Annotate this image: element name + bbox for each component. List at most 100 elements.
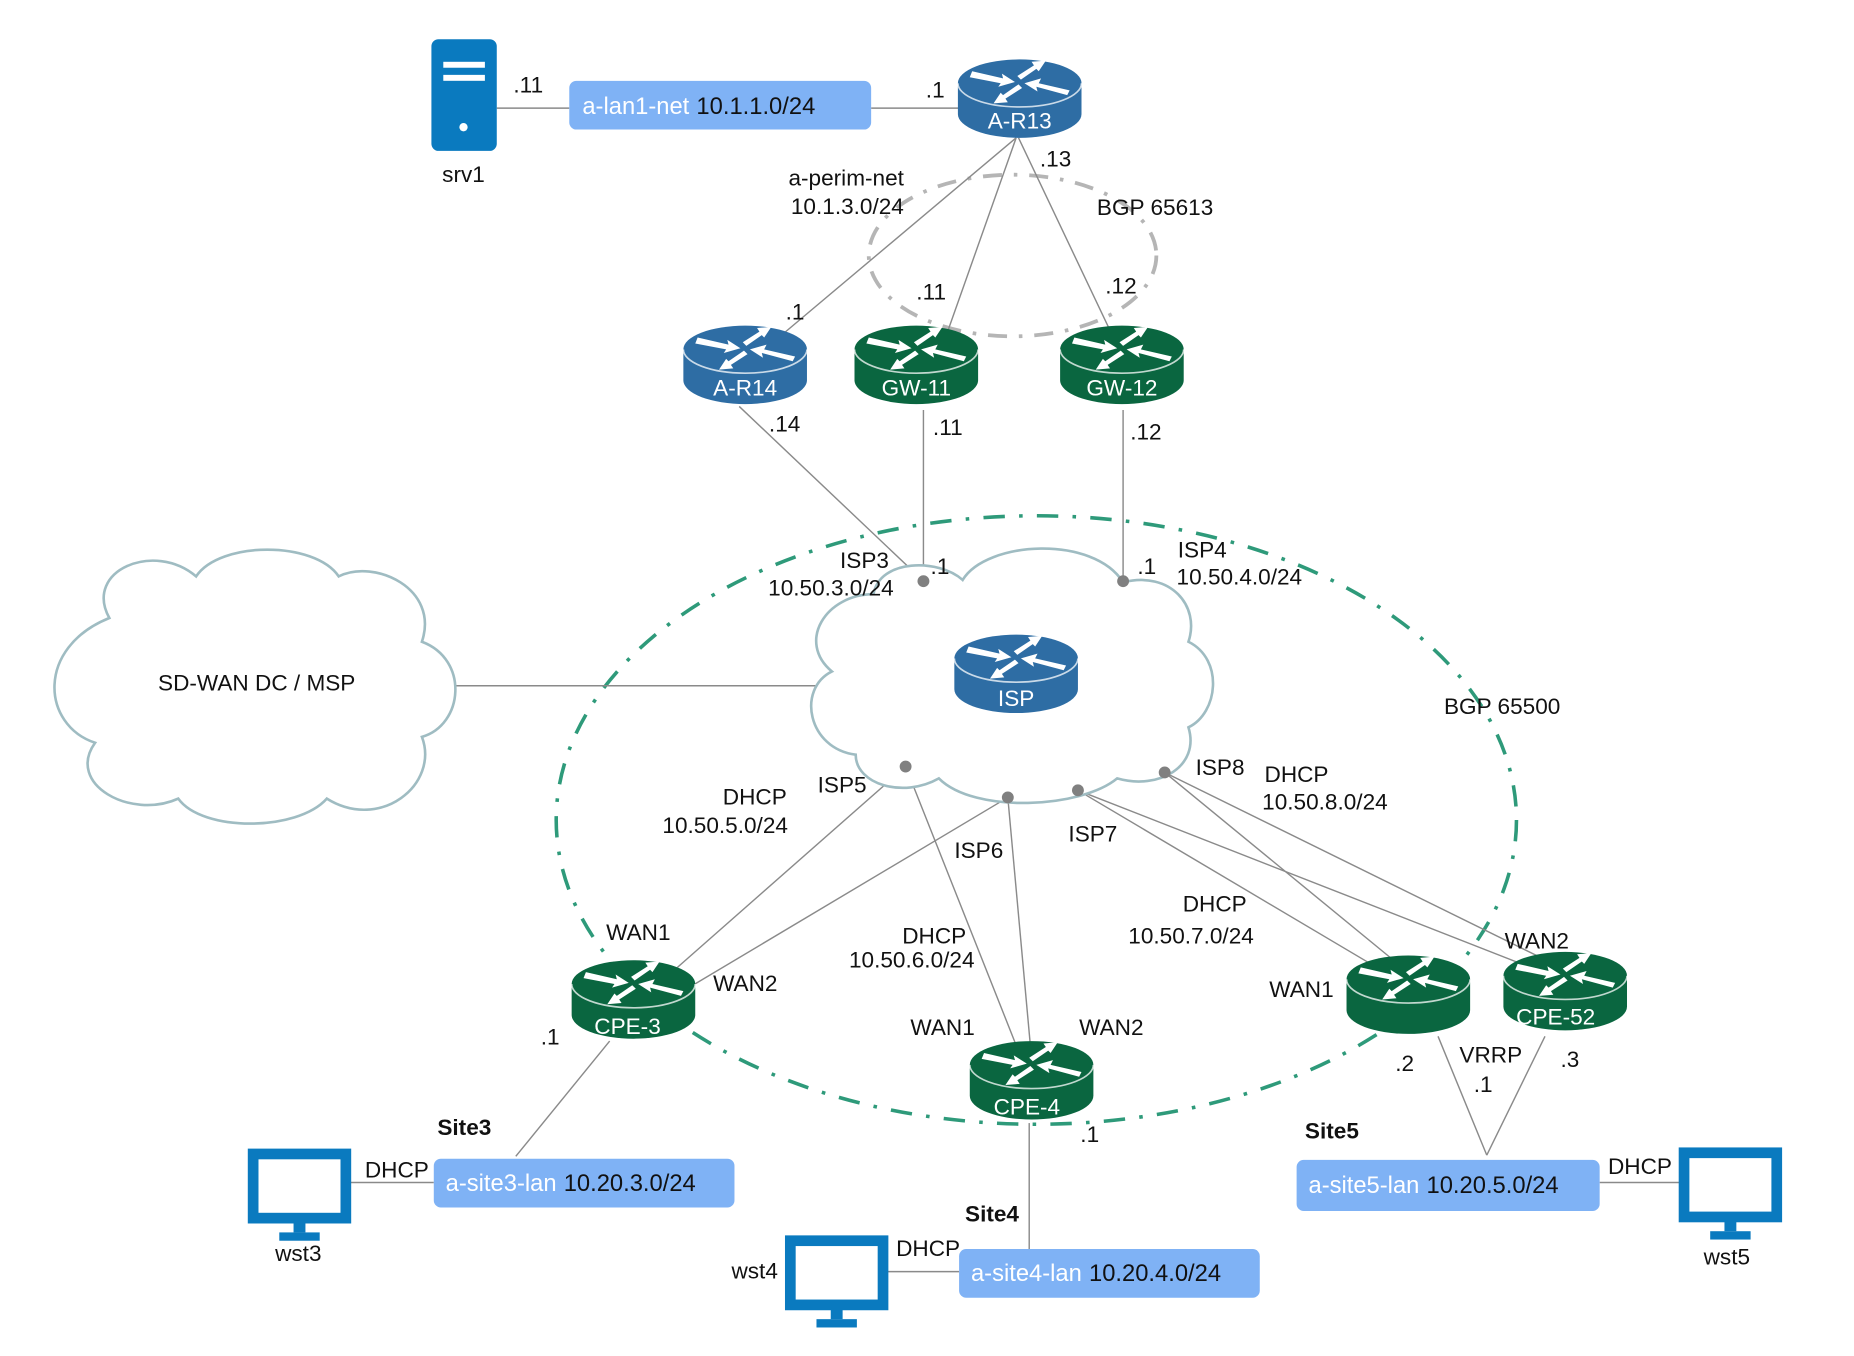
link-isp7-cpe51-wan1 <box>1077 789 1379 970</box>
sdwan-cloud <box>53 548 457 825</box>
isp6-dhcp: DHCP <box>902 924 966 949</box>
router-label: GW-12 <box>1086 376 1157 401</box>
isp3-gw: .1 <box>931 554 950 579</box>
isp5-name: ISP5 <box>818 773 867 798</box>
workstation-wst5[interactable]: wst5 <box>1684 1153 1777 1270</box>
network-name: a-site4-lan <box>971 1260 1082 1287</box>
link-isp8-cpe52-wan2 <box>1164 771 1547 961</box>
router-a-r14[interactable]: A-R14 <box>682 324 808 405</box>
isp6-name: ISP6 <box>954 838 1003 863</box>
perim-net-name: a-perim-net <box>788 165 904 190</box>
isp8-dhcp: DHCP <box>1265 762 1329 787</box>
workstation-wst4[interactable]: wst4 <box>730 1241 883 1328</box>
router-label: CPE-4 <box>994 1095 1061 1120</box>
network-name: a-site3-lan <box>446 1170 557 1197</box>
network-name: a-site5-lan <box>1308 1172 1419 1199</box>
router-label: CPE-3 <box>594 1014 661 1039</box>
router-cpe-52[interactable]: CPE-52 <box>1502 951 1628 1032</box>
isp4-cidr: 10.50.4.0/24 <box>1177 565 1303 590</box>
router-cpe-4[interactable]: CPE-4 <box>968 1040 1095 1121</box>
srv1-label: srv1 <box>442 162 485 187</box>
link-ar13-gw11 <box>946 137 1017 333</box>
network-cidr: 10.20.3.0/24 <box>564 1170 696 1197</box>
isp4-port-dot <box>1117 575 1130 588</box>
r14-isp-ip: .14 <box>769 411 800 436</box>
site3-label: Site3 <box>437 1115 491 1140</box>
isp8-name: ISP8 <box>1196 755 1245 780</box>
network-a-site4: a-site4-lan 10.20.4.0/24 <box>959 1249 1260 1298</box>
cpe4-wan1: WAN1 <box>910 1015 974 1040</box>
link-cpe3-site3 <box>515 1040 611 1157</box>
cpe52-lan-ip: .3 <box>1560 1047 1579 1072</box>
isp7-name: ISP7 <box>1068 821 1117 846</box>
link-isp5-cpe4-wan1 <box>904 766 1018 1049</box>
isp7-dhcp: DHCP <box>1183 892 1247 917</box>
wst3-label: wst3 <box>274 1241 321 1266</box>
workstation-wst3[interactable]: wst3 <box>253 1154 346 1266</box>
isp6-cidr: 10.50.6.0/24 <box>849 947 975 972</box>
isp5-port-dot <box>899 760 912 773</box>
labels: .11 .1 .13 a-perim-net 10.1.3.0/24 BGP 6… <box>365 73 1672 1261</box>
cpe4-wan2: WAN2 <box>1079 1015 1143 1040</box>
link-isp6-cpe3-wan2 <box>686 796 1009 990</box>
cpe51-lan-ip: .2 <box>1395 1051 1414 1076</box>
isp4-name: ISP4 <box>1178 537 1227 562</box>
network-cidr: 10.20.4.0/24 <box>1089 1260 1221 1287</box>
router-label: GW-11 <box>882 376 951 401</box>
link-ar13-ar14 <box>783 137 1017 334</box>
network-name: a-lan1-net <box>582 93 689 120</box>
r14-perim-ip: .1 <box>786 300 805 325</box>
isp4-gw: .1 <box>1137 554 1156 579</box>
router-isp[interactable]: ISP <box>953 633 1079 714</box>
wst3-dhcp: DHCP <box>365 1158 429 1183</box>
router-a-r13[interactable]: A-R13 <box>957 58 1083 139</box>
monitor-icon <box>1684 1153 1777 1240</box>
site5-label: Site5 <box>1305 1119 1359 1144</box>
wst4-label: wst4 <box>730 1259 777 1284</box>
srv1-server[interactable]: srv1 <box>431 39 497 187</box>
isp3-port-dot <box>917 575 930 588</box>
link-isp8-cpe51-wan2 <box>1164 771 1397 964</box>
gw11-isp-ip: .11 <box>933 415 963 440</box>
router-cpe-51[interactable] <box>1345 954 1471 1035</box>
cpe51-wan1: WAN1 <box>1269 977 1333 1002</box>
router-gw-12[interactable]: GW-12 <box>1059 324 1185 405</box>
router-gw-11[interactable]: GW-11 <box>853 324 979 405</box>
gw12-perim-ip: .12 <box>1105 274 1136 299</box>
router-cpe-3[interactable]: CPE-3 <box>570 959 697 1040</box>
router-label: A-R13 <box>988 108 1052 133</box>
cpe4-lan-ip: .1 <box>1080 1122 1099 1147</box>
isp7-port-dot <box>1071 784 1084 797</box>
perim-net-cidr: 10.1.3.0/24 <box>791 194 904 219</box>
server-icon <box>431 39 497 151</box>
isp8-port-dot <box>1158 766 1171 779</box>
router-icon <box>1345 954 1471 1035</box>
link-ar13-gw12 <box>1017 137 1111 331</box>
isp3-name: ISP3 <box>840 548 889 573</box>
wst5-dhcp: DHCP <box>1608 1154 1672 1179</box>
link-isp6-cpe4-wan2 <box>1007 797 1032 1046</box>
cpe52-wan2: WAN2 <box>1505 928 1569 953</box>
isp7-cidr: 10.50.7.0/24 <box>1128 924 1254 949</box>
link-isp5-cpe3-wan1 <box>676 766 907 968</box>
link-ar14-isp3 <box>738 405 924 582</box>
bgp-65500-label: BGP 65500 <box>1444 694 1560 719</box>
isp3-cidr: 10.50.3.0/24 <box>768 575 894 600</box>
network-a-site3: a-site3-lan 10.20.3.0/24 <box>433 1158 735 1208</box>
isp6-port-dot <box>1001 791 1014 804</box>
r13-lan-ip: .1 <box>926 77 945 102</box>
router-label: CPE-52 <box>1516 1004 1595 1029</box>
gw12-isp-ip: .12 <box>1130 420 1161 445</box>
vrrp-label: VRRP <box>1459 1042 1522 1067</box>
bgp-65500-ring <box>554 513 1519 1127</box>
bgp-65613-label: BGP 65613 <box>1097 195 1213 220</box>
site4-label: Site4 <box>965 1202 1019 1227</box>
link-cpe52-vrrp <box>1486 1035 1546 1156</box>
network-cidr: 10.20.5.0/24 <box>1427 1172 1559 1199</box>
